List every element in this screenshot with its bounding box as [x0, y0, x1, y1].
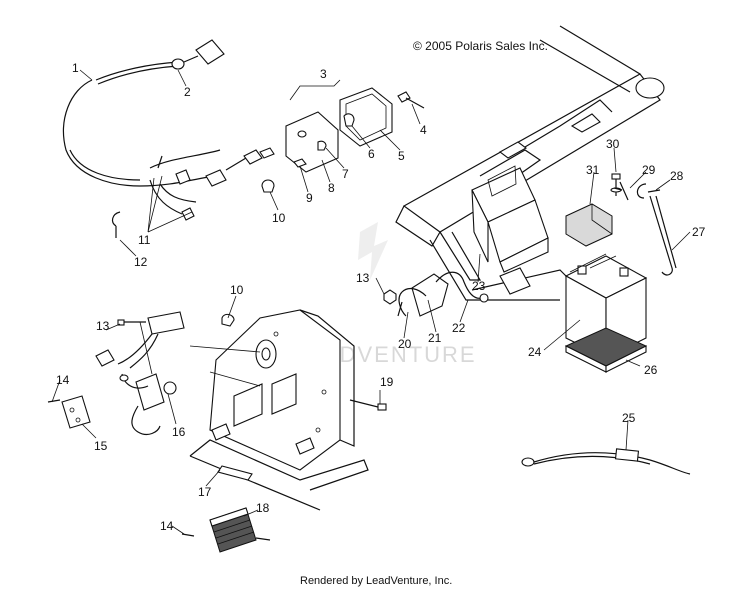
- callout-13-left: 13: [96, 319, 110, 333]
- callout-6: 6: [368, 147, 375, 161]
- callout-11: 11: [138, 233, 151, 247]
- callout-23: 23: [472, 279, 486, 293]
- callout-15: 15: [94, 439, 108, 453]
- battery-foam-pad: [565, 203, 613, 247]
- copyright-text: © 2005 Polaris Sales Inc.: [413, 39, 548, 53]
- callout-5: 5: [398, 149, 405, 163]
- callout-22: 22: [452, 321, 466, 335]
- leader-lines: [51, 69, 691, 535]
- ignition-coil: [95, 311, 185, 436]
- callout-30: 30: [606, 137, 620, 151]
- callout-2: 2: [184, 85, 191, 99]
- callout-25: 25: [622, 411, 636, 425]
- callout-1: 1: [72, 61, 79, 75]
- bolt-19: [349, 399, 387, 411]
- voltage-regulator: [181, 507, 271, 553]
- bracket-15: [47, 395, 91, 429]
- callout-labels: 1 2 3 4 5 6 7 8 9 10 11 12 13 10 13 14 1…: [56, 61, 706, 533]
- callout-28: 28: [670, 169, 684, 183]
- callout-19: 19: [380, 375, 394, 389]
- battery-pad: [564, 327, 648, 373]
- battery-cable: [521, 448, 691, 475]
- callout-31: 31: [586, 163, 600, 177]
- callout-8: 8: [328, 181, 335, 195]
- callout-12: 12: [134, 255, 148, 269]
- callout-7: 7: [342, 167, 349, 181]
- nut-13: [383, 289, 397, 305]
- frame-assembly: [395, 25, 665, 301]
- callout-13-right: 13: [356, 271, 370, 285]
- callout-3: 3: [320, 67, 327, 81]
- battery-hardware: [610, 173, 677, 276]
- callout-29: 29: [642, 163, 656, 177]
- callout-10-lower: 10: [230, 283, 244, 297]
- starter-solenoid: [397, 271, 489, 317]
- headlight-assembly: [285, 87, 425, 173]
- callout-16: 16: [172, 425, 186, 439]
- clip-10-lower: [221, 313, 235, 327]
- footer-credit: Rendered by LeadVenture, Inc.: [300, 575, 452, 587]
- callout-27: 27: [692, 225, 706, 239]
- callout-10-upper: 10: [272, 211, 286, 225]
- watermark-logo: [358, 222, 388, 280]
- callout-18: 18: [256, 501, 270, 515]
- mounting-plate: [189, 309, 369, 511]
- callout-21: 21: [428, 331, 442, 345]
- callout-24: 24: [528, 345, 542, 359]
- wiring-harness: [62, 39, 275, 238]
- callout-26: 26: [644, 363, 658, 377]
- callout-14-lower: 14: [160, 519, 174, 533]
- callout-9: 9: [306, 191, 313, 205]
- clip-10-upper: [261, 179, 275, 193]
- callout-4: 4: [420, 123, 427, 137]
- battery-box: [471, 165, 549, 295]
- callout-14-upper: 14: [56, 373, 70, 387]
- callout-17: 17: [198, 485, 212, 499]
- callout-20: 20: [398, 337, 412, 351]
